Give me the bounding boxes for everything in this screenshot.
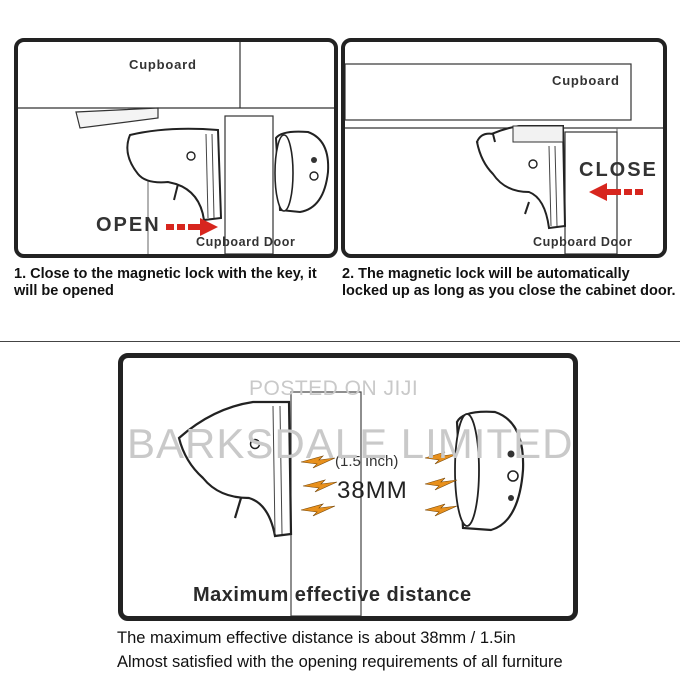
step-1-caption: 1. Close to the magnetic lock with the k… xyxy=(14,266,317,299)
cupboard-label: Cupboard xyxy=(552,73,620,88)
watermark-posted: POSTED ON JIJI xyxy=(249,377,419,400)
illustration-panel-close: Cupboard Cupboard Door CLOSE xyxy=(341,38,667,258)
cupboard-label: Cupboard xyxy=(129,57,197,72)
cupboard-door-label: Cupboard Door xyxy=(533,235,632,249)
illustration-panel-open: Cupboard Cupboard Door OPEN xyxy=(14,38,338,258)
distance-panel: (1.5 Inch) 38MM Maximum effective distan… xyxy=(118,353,578,621)
mm-label: 38MM xyxy=(337,477,408,504)
open-lock-illustration: Cupboard Cupboard Door OPEN xyxy=(18,42,334,254)
open-arrow-icon xyxy=(166,218,218,236)
magnetic-force-icon xyxy=(300,451,458,517)
open-label: OPEN xyxy=(96,214,161,236)
step-2-caption: 2. The magnetic lock will be automatical… xyxy=(342,266,676,299)
watermark-seller: BARKSDALE LIMITED xyxy=(127,420,574,467)
section-divider xyxy=(0,341,680,342)
close-lock-illustration: Cupboard Cupboard Door CLOSE xyxy=(345,63,663,254)
inch-label: (1.5 Inch) xyxy=(335,453,398,470)
cupboard-door-label: Cupboard Door xyxy=(196,235,295,249)
footer-line-1: The maximum effective distance is about … xyxy=(117,629,516,647)
close-arrow-icon xyxy=(589,183,643,201)
close-label: CLOSE xyxy=(579,159,658,181)
panel-title: Maximum effective distance xyxy=(193,584,472,606)
distance-illustration: (1.5 Inch) 38MM Maximum effective distan… xyxy=(177,391,525,616)
footer-line-2: Almost satisfied with the opening requir… xyxy=(117,653,563,671)
